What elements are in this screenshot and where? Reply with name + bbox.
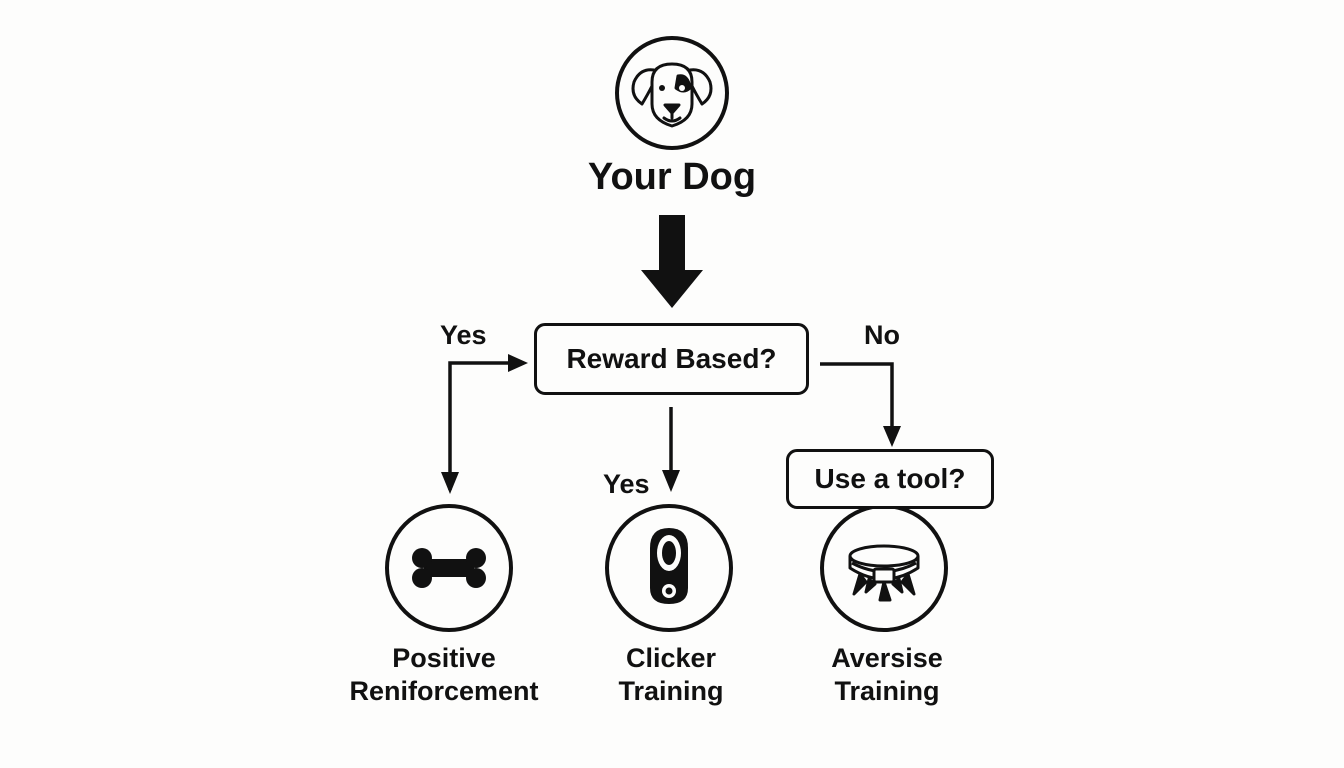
connector-no-right — [820, 362, 901, 447]
outcome-circle-clicker — [605, 504, 733, 632]
root-label: Your Dog — [587, 156, 757, 198]
edge-label-yes-center: Yes — [603, 469, 650, 499]
outcome-caption-aversive: Aversise Training — [831, 642, 943, 708]
decision-reward-based: Reward Based? — [534, 323, 809, 395]
outcome-positive-line1: Positive — [392, 643, 496, 673]
main-down-arrow — [641, 215, 703, 308]
decision-use-tool: Use a tool? — [786, 449, 994, 509]
outcome-circle-positive — [385, 504, 513, 632]
outcome-clicker-line2: Training — [618, 676, 724, 706]
decision-reward-label: Reward Based? — [566, 343, 777, 374]
outcome-clicker-line1: Clicker — [625, 643, 717, 673]
decision-tool-label: Use a tool? — [814, 463, 966, 494]
dog-face-icon — [631, 62, 713, 128]
collar-icon — [848, 544, 920, 602]
outcome-caption-clicker: Clicker Training — [618, 642, 723, 708]
outcome-aversive-line2: Training — [834, 676, 940, 706]
connector-yes-left — [441, 354, 528, 494]
edge-label-no-right: No — [864, 320, 900, 350]
bone-icon — [412, 548, 486, 588]
outcome-positive-line2: Reniforcement — [349, 676, 539, 706]
connector-yes-center — [662, 407, 680, 492]
outcome-caption-positive: Positive Reniforcement — [349, 642, 538, 708]
edge-label-yes-left: Yes — [440, 320, 487, 350]
outcome-aversive-line1: Aversise — [831, 643, 943, 673]
root-circle — [615, 36, 729, 150]
clicker-icon — [650, 528, 688, 604]
